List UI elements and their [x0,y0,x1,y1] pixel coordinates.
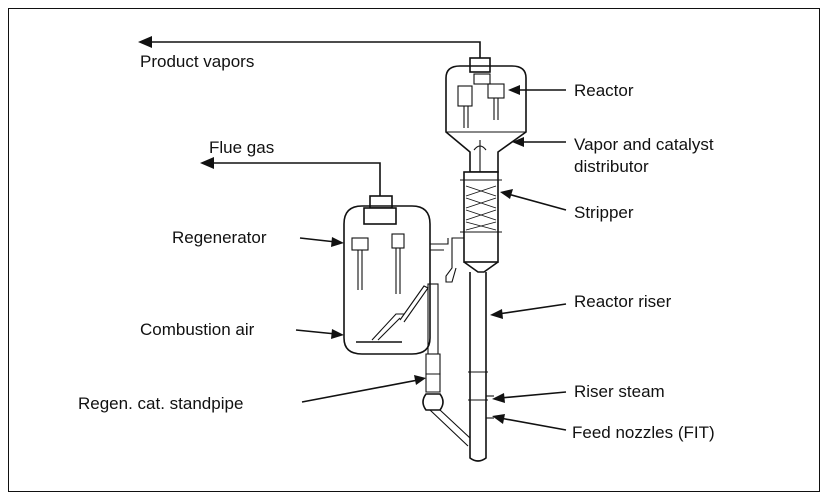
reactor-label: Reactor [574,81,634,100]
product-vapors-line [138,36,481,60]
product-vapors-label: Product vapors [140,52,254,71]
reactor-arrow [508,85,566,95]
stripper-arrow [500,189,567,211]
combustion-air-label: Combustion air [140,320,255,339]
diagram-frame [8,8,820,492]
reactor-riser-arrow [490,303,567,319]
reactor-riser [468,272,494,462]
regen-standpipe [422,283,471,447]
reactor-vessel [445,57,527,173]
regen-standpipe-label: Regen. cat. standpipe [78,394,243,413]
standpipe-arrow [301,375,426,403]
reactor-riser-label: Reactor riser [574,292,672,311]
regenerator-arrow [299,237,344,247]
flue-gas-line [200,157,381,196]
flue-gas-label: Flue gas [209,138,274,157]
feed-nozzles-arrow [492,414,567,431]
regenerator-vessel [343,195,449,355]
stripper-label: Stripper [574,203,634,222]
stripper-section [445,171,502,283]
distributor-arrow [512,137,566,147]
feed-nozzles-label: Feed nozzles (FIT) [572,423,715,442]
vapor-distributor-label-2: distributor [574,157,649,176]
vapor-distributor-label-1: Vapor and catalyst [574,135,714,154]
combustion-air-arrow [295,329,344,339]
riser-steam-label: Riser steam [574,382,665,401]
regenerator-label: Regenerator [172,228,267,247]
riser-steam-arrow [492,391,567,403]
